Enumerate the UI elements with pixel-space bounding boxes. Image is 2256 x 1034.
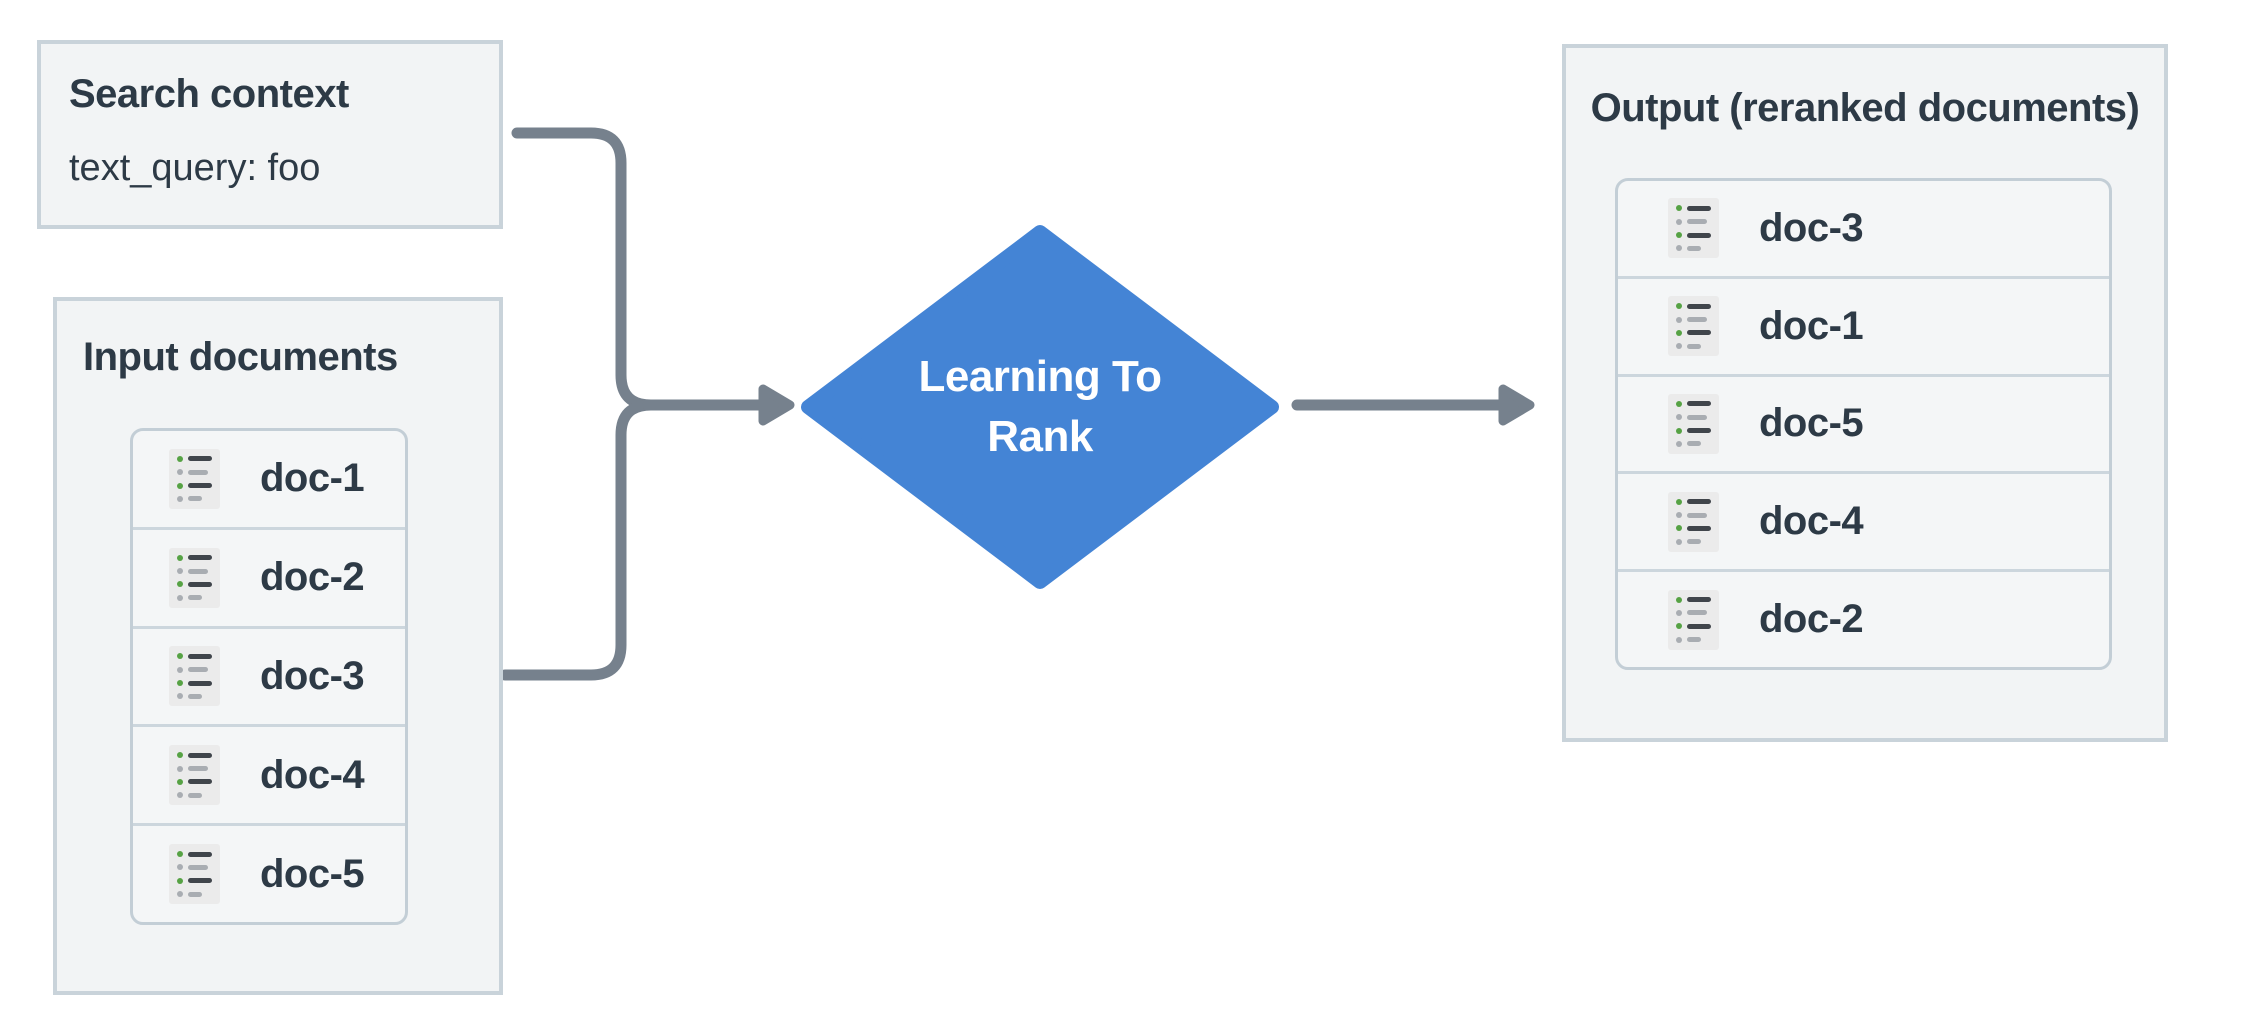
doc-label: doc-2 xyxy=(1759,597,1864,642)
connector-input-documents xyxy=(499,399,657,681)
document-list-icon xyxy=(1668,491,1719,552)
connector-search-context xyxy=(511,127,657,411)
doc-label: doc-5 xyxy=(1759,401,1864,446)
doc-card: doc-1 xyxy=(133,431,405,527)
doc-card: doc-4 xyxy=(1618,471,2109,569)
doc-label: doc-4 xyxy=(260,752,365,797)
document-list-icon xyxy=(169,646,220,707)
search-context-panel: Search context text_query: foo xyxy=(37,40,503,229)
input-doc-list: doc-1 doc-2 doc-3 xyxy=(130,428,408,925)
arrowhead-into-diamond-icon xyxy=(758,384,795,426)
doc-label: doc-3 xyxy=(1759,205,1864,250)
doc-label: doc-3 xyxy=(260,653,365,698)
doc-label: doc-1 xyxy=(260,456,365,501)
arrowhead-to-output-icon xyxy=(1498,384,1535,426)
document-list-icon xyxy=(1668,198,1719,259)
output-documents-title: Output (reranked documents) xyxy=(1590,86,2140,130)
document-list-icon xyxy=(169,745,220,806)
doc-label: doc-2 xyxy=(260,555,365,600)
doc-label: doc-4 xyxy=(1759,499,1864,544)
search-context-title: Search context xyxy=(69,72,349,116)
input-documents-panel: Input documents doc-1 doc-2 xyxy=(53,297,503,995)
document-list-icon xyxy=(169,448,220,509)
output-doc-list: doc-3 doc-1 doc-5 xyxy=(1615,178,2112,670)
doc-card: doc-2 xyxy=(1618,569,2109,667)
doc-card: doc-1 xyxy=(1618,275,2109,374)
doc-card: doc-3 xyxy=(1618,181,2109,276)
doc-label: doc-1 xyxy=(1759,303,1864,348)
doc-card: doc-4 xyxy=(133,724,405,823)
input-documents-title: Input documents xyxy=(83,335,398,379)
search-query-text: text_query: foo xyxy=(69,147,321,189)
document-list-icon xyxy=(169,547,220,608)
document-list-icon xyxy=(1668,393,1719,454)
document-list-icon xyxy=(1668,296,1719,357)
document-list-icon xyxy=(1668,589,1719,650)
doc-card: doc-3 xyxy=(133,625,405,725)
doc-card: doc-5 xyxy=(133,823,405,922)
doc-card: doc-2 xyxy=(133,526,405,626)
ltr-diamond-label: Learning To Rank xyxy=(918,352,1162,461)
output-documents-panel: Output (reranked documents) doc-3 xyxy=(1562,44,2168,742)
doc-card: doc-5 xyxy=(1618,373,2109,472)
document-list-icon xyxy=(169,844,220,905)
doc-label: doc-5 xyxy=(260,851,365,896)
ltr-diamond-shape xyxy=(801,225,1279,589)
